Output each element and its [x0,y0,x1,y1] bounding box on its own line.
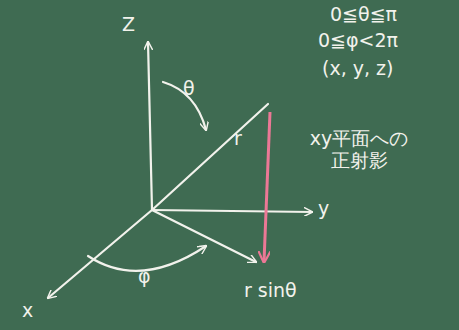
y-axis [152,210,312,212]
x-axis [48,210,152,298]
projection-line [152,210,256,262]
coordinate-note: (x, y, z) [322,58,393,80]
angle-label: φ [138,266,151,288]
angle-label: θ [183,78,195,100]
projection-arrow [264,112,270,262]
range-note: 0≦φ<2π [318,30,398,52]
z-axis [148,42,152,210]
projection-note: xy平面への 正射影 [300,128,418,172]
radius-label: r [234,128,242,150]
axis-label: Z [122,14,135,36]
axis-label: x [22,300,33,322]
radius-line [152,104,268,210]
range-note: 0≦θ≦π [330,4,397,26]
axis-label: y [318,198,329,220]
projection-length-label: r sinθ [244,280,297,302]
